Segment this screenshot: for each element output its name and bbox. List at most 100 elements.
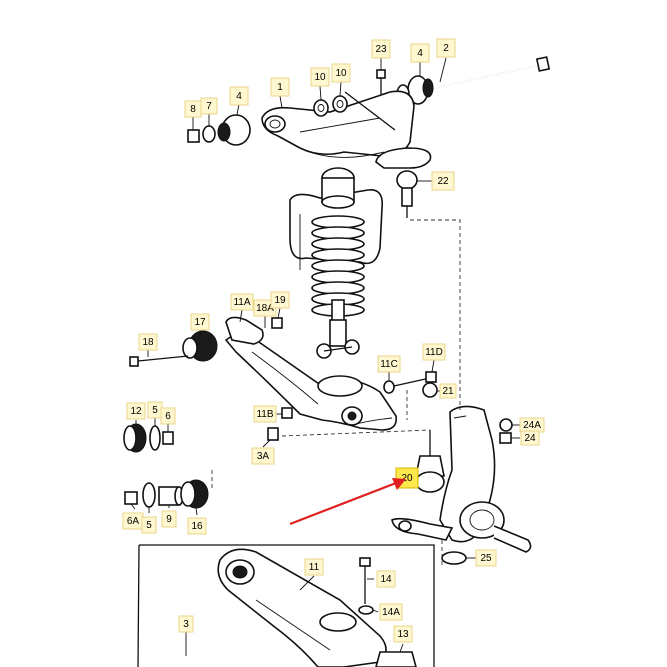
callout-box: [431, 171, 455, 191]
callout-label: 11: [309, 562, 320, 573]
part-washer-14a: [358, 605, 374, 615]
callout-label: 11C: [380, 359, 398, 370]
callout-c17: 17: [190, 313, 210, 331]
callout-label: 21: [442, 386, 454, 397]
callout-box: [439, 383, 457, 399]
callout-label: 16: [191, 521, 203, 532]
part-bushing-4-left: [217, 114, 251, 146]
callout-c6a: 6A: [122, 512, 144, 530]
part-nut-19: [271, 317, 283, 329]
callout-box: [229, 86, 249, 106]
part-steering-knuckle: [391, 405, 532, 553]
callout-c18: 18: [138, 333, 158, 351]
callout-box: [304, 558, 324, 576]
callout-c23: 23: [371, 39, 391, 59]
callout-label: 4: [417, 48, 423, 59]
callout-c5a: 5: [147, 401, 163, 419]
callout-box: [187, 517, 207, 535]
part-tie-rod-3a: [175, 427, 313, 441]
callout-label: 22: [437, 176, 449, 187]
callout-label: 19: [274, 295, 286, 306]
part-nut-6: [162, 431, 174, 445]
callout-box: [393, 625, 413, 643]
callout-label: 12: [130, 406, 142, 417]
callout-c8: 8: [184, 100, 202, 118]
callout-c11: 11: [304, 558, 324, 576]
callout-box: [270, 77, 290, 97]
callout-c5b: 5: [141, 516, 157, 534]
part-washer-5-upper: [149, 425, 161, 451]
part-bushing-12: [123, 423, 147, 453]
part-nut-11b: [281, 407, 293, 419]
callout-box: [270, 291, 290, 309]
callout-c11b: 11B: [253, 405, 277, 423]
callout-label: 4: [236, 91, 242, 102]
callout-c13: 13: [393, 625, 413, 643]
callout-c11c: 11C: [377, 355, 401, 373]
part-nut-11d: [425, 371, 437, 383]
callout-label: 5: [152, 405, 158, 416]
callout-label: 24: [524, 433, 536, 444]
part-washer-21: [422, 382, 438, 398]
callout-label: 18A: [256, 303, 274, 314]
part-washers-10: [313, 95, 348, 117]
part-nut-6a: [124, 491, 138, 505]
callout-box: [331, 63, 351, 83]
callout-label: 8: [190, 104, 196, 115]
callout-c6: 6: [160, 407, 176, 425]
part-upper-long-bolt: [429, 56, 551, 90]
part-spring-coils: [311, 215, 365, 323]
callout-box: [161, 510, 177, 528]
callout-label: 25: [480, 553, 492, 564]
callout-c10a: 10: [310, 67, 330, 87]
callout-box: [178, 615, 194, 633]
callout-c24a: 24A: [519, 417, 545, 433]
part-bracket-13: [375, 651, 417, 667]
callout-label: 6: [165, 411, 171, 422]
detail-frame-box: [137, 544, 435, 667]
part-lower-ball-joint-20: [415, 430, 445, 493]
part-seal-25: [441, 551, 467, 565]
callout-box: [436, 38, 456, 58]
callout-box: [520, 430, 540, 446]
part-bolt-14: [359, 557, 371, 604]
callout-label: 7: [206, 101, 212, 112]
part-bushing-17: [182, 330, 218, 362]
part-bushing-16: [180, 479, 209, 509]
callout-box: [410, 43, 430, 63]
callout-c22: 22: [431, 171, 455, 191]
callout-c19: 19: [270, 291, 290, 309]
callout-box: [376, 570, 396, 588]
callout-c9: 9: [161, 510, 177, 528]
callout-label: 9: [166, 514, 172, 525]
callout-box: [126, 402, 146, 420]
part-crossmember-11: [217, 548, 387, 667]
callout-c11d: 11D: [422, 343, 446, 361]
callout-label: 6A: [127, 516, 140, 527]
callout-box: [377, 355, 401, 373]
callout-label: 1: [277, 82, 283, 93]
callout-c25: 25: [475, 549, 497, 567]
callout-box: [253, 405, 277, 423]
callout-label: 11D: [425, 347, 443, 358]
callout-c4b: 4: [229, 86, 249, 106]
callout-c16: 16: [187, 517, 207, 535]
part-upper-control-arm: [261, 90, 415, 158]
part-washer-5-lower: [142, 482, 156, 508]
callout-label: 18: [142, 337, 154, 348]
callout-box: [251, 447, 275, 465]
callout-c12: 12: [126, 402, 146, 420]
callout-label: 17: [194, 317, 206, 328]
callout-label: 2: [443, 43, 449, 54]
part-nut-24a: [499, 418, 513, 432]
callout-c14a: 14A: [379, 603, 403, 621]
callout-label: 23: [375, 44, 387, 55]
part-washer-7: [202, 125, 216, 143]
callout-label: 11A: [233, 297, 250, 308]
callout-box: [190, 313, 210, 331]
callout-label: 14: [380, 574, 392, 585]
callout-c14: 14: [376, 570, 396, 588]
callout-label: 10: [314, 72, 326, 83]
